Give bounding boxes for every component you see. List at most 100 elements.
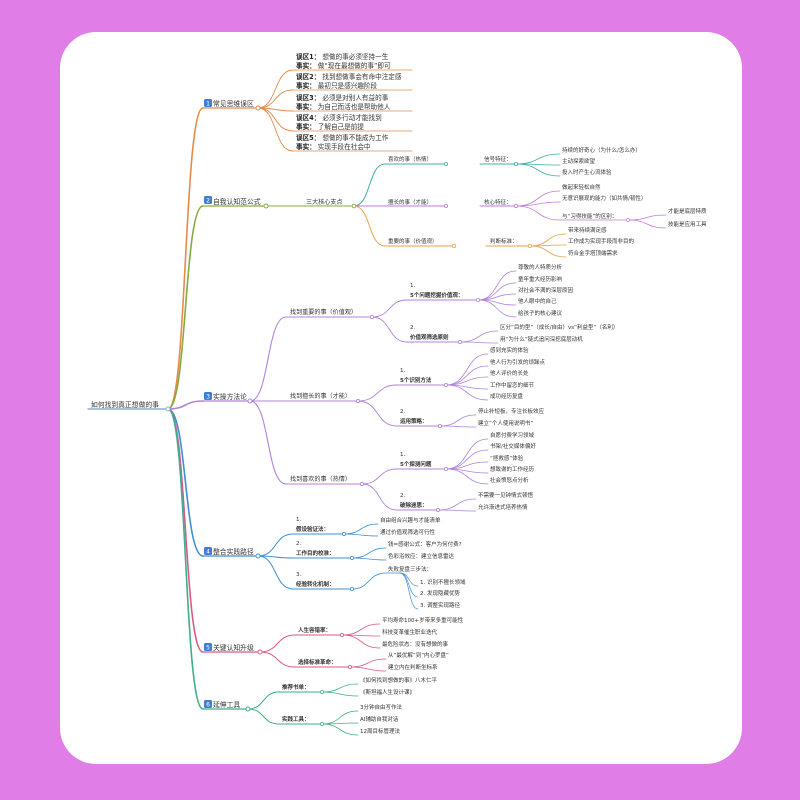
misconception-4[interactable]: 误区4：必须多行动才能找到 事实：了解自己是前提: [296, 113, 382, 131]
svg-text:色彩浴效应：建立信息雷达: 色彩浴效应：建立信息雷达: [388, 552, 455, 560]
connector: [361, 483, 398, 511]
branch-number-badge: [204, 547, 212, 555]
connector: [259, 634, 296, 653]
svg-text:区分“目的型”（成长/自由）vs“利益型”（名利）: 区分“目的型”（成长/自由）vs“利益型”（名利）: [500, 323, 618, 331]
connector: [371, 316, 408, 343]
work-purpose-calibration[interactable]: 2. 工作目的校准： 钱=感谢公式：客户为何付费? 色彩浴效应：建立信息雷达: [292, 540, 462, 561]
practice-tools[interactable]: 实践工具： 3分钟自由写作法 AI辅助自我对话 12周目标管理法: [278, 703, 402, 735]
svg-text:运用策略：: 运用策略：: [400, 417, 428, 425]
svg-text:技能是应用工具: 技能是应用工具: [668, 220, 707, 228]
branch-label: 整合实践路径: [213, 547, 254, 556]
misconception-1[interactable]: 误区1：想做的事必须坚持一生 事实：做“现在最想做的事”即可: [296, 52, 391, 70]
connector: [445, 468, 489, 485]
branch-2-self-cognition-formula[interactable]: 2 自我认知范公式: [202, 196, 269, 209]
svg-text:主动探索欲望: 主动探索欲望: [562, 157, 596, 165]
connector: [349, 658, 387, 668]
svg-text:5个探测问题: 5个探测问题: [400, 460, 432, 468]
section-find-talent[interactable]: 找到擅长的事（才能） 1. 5个识别方法 感到充实的体验 他人行为引发的烦躁点 …: [285, 346, 546, 428]
svg-text:3.: 3.: [296, 572, 301, 578]
three-pillars-node[interactable]: 三大核心支点: [301, 198, 357, 209]
svg-text:5个识别方法: 5个识别方法: [400, 376, 432, 384]
svg-text:感到充实的体验: 感到充实的体验: [490, 346, 529, 354]
svg-text:工作目的校准：: 工作目的校准：: [296, 549, 335, 557]
connector: [437, 509, 477, 512]
svg-text:《斯坦福人生设计课》: 《斯坦福人生设计课》: [360, 688, 415, 696]
root-to-branch-1: [167, 107, 204, 410]
connector: [445, 449, 489, 470]
svg-text:无意识展现的能力（如共情/韧性）: 无意识展现的能力（如共情/韧性）: [562, 194, 646, 202]
branch-6-extension-tools[interactable]: 6 延伸工具: [202, 700, 251, 712]
svg-text:找到重要的事（价值观）: 找到重要的事（价值观）: [290, 308, 357, 316]
connector: [257, 107, 294, 152]
svg-text:“拯救感”体验: “拯救感”体验: [490, 454, 524, 462]
svg-text:他人评价的长处: 他人评价的长处: [490, 369, 529, 377]
branch-3-methodology[interactable]: 3 实操方法论: [202, 392, 253, 404]
svg-text:平均寿命100+岁带来多重可能性: 平均寿命100+岁带来多重可能性: [382, 616, 464, 624]
branch-1-common-misconceptions[interactable]: 1 常见思维误区: [202, 99, 261, 111]
svg-text:1.: 1.: [400, 452, 405, 458]
connector: [351, 557, 387, 561]
svg-text:选择标准革命：: 选择标准革命：: [298, 658, 337, 666]
svg-text:1.: 1.: [296, 517, 301, 523]
svg-text:核心特征：: 核心特征：: [484, 198, 512, 206]
branch-5-key-cognition[interactable]: 5 关键认知升级: [202, 643, 263, 655]
life-fault-tolerance[interactable]: 人生容错率： 平均寿命100+岁带来多重可能性 科技变革催生职业迭代 最危险状态…: [294, 616, 464, 648]
root-node[interactable]: 如何找到真正想做的事: [87, 400, 171, 412]
pillar-passion[interactable]: 喜欢的事（热情） 信号特征： 持续的好奇心（为什么/怎么办） 主动探索欲望 投入…: [384, 146, 641, 176]
connector: [477, 270, 517, 301]
svg-text:2.: 2.: [400, 493, 405, 499]
svg-text:判断标准：: 判断标准：: [490, 237, 518, 245]
svg-text:重要的事（价值观）: 重要的事（价值观）: [388, 237, 438, 245]
svg-text:找到喜欢的事（热情）: 找到喜欢的事（热情）: [290, 475, 351, 483]
section-find-passion[interactable]: 找到喜欢的事（热情） 1. 5个探测问题 自愿付费学习领域 书架/社交媒体偏好 …: [285, 431, 536, 512]
svg-text:给孩子的核心建议: 给孩子的核心建议: [518, 309, 563, 317]
connector: [259, 651, 296, 668]
misconception-2[interactable]: 误区2：找到想做事会有命中注定感 事实：最初只是感兴趣阶段: [296, 72, 402, 90]
svg-text:擅长的事（才能）: 擅长的事（才能）: [388, 198, 432, 206]
svg-text:1. 识别不擅长领域: 1. 识别不擅长领域: [420, 578, 466, 586]
svg-text:误区5：想做的事不能成为工作: 误区5：想做的事不能成为工作: [296, 133, 389, 142]
branch-4-integration-path[interactable]: 4 整合实践路径: [202, 547, 261, 559]
root-to-branch-6: [167, 408, 204, 710]
misconception-3[interactable]: 误区3：必须是对别人有益的事 事实：为自己而活也是帮助他人: [296, 93, 391, 111]
branch-number-badge: [204, 643, 212, 651]
svg-text:工作成为实现手段而非目的: 工作成为实现手段而非目的: [568, 237, 635, 245]
connector: [399, 572, 419, 598]
svg-text:允许渐进式培养热情: 允许渐进式培养热情: [478, 503, 528, 511]
svg-text:童年重大经历影响: 童年重大经历影响: [518, 275, 563, 283]
branch-label: 延伸工具: [213, 700, 240, 709]
experience-conversion[interactable]: 3. 经验转化机制： 失败复盘三步法： 1. 识别不擅长领域 2. 发现隐藏优势…: [292, 565, 466, 609]
svg-text:他人眼中的自己: 他人眼中的自己: [518, 297, 557, 305]
section-find-values[interactable]: 找到重要的事（价值观） 1. 5个问题挖掘价值观： 尊敬的人特质分析 童年重大经…: [285, 263, 618, 344]
choice-standard-revolution[interactable]: 选择标准革命： 从“最优解”到“内心罗盘” 建立内在判断坐标系: [294, 651, 449, 671]
svg-text:持续的好奇心（为什么/怎么办）: 持续的好奇心（为什么/怎么办）: [562, 146, 641, 154]
connector: [477, 299, 517, 318]
svg-text:信号特征：: 信号特征：: [484, 155, 512, 163]
hypothesis-method[interactable]: 1. 假设验证法： 自由组合兴趣与才能清单 通过价值观筛选可行性: [292, 516, 441, 537]
recommended-books[interactable]: 推荐书单： 《如何找到想做的事》八木仁平 《斯坦福人生设计课》: [278, 676, 438, 696]
svg-text:科技变革催生职业迭代: 科技变革催生职业迭代: [382, 628, 438, 636]
svg-text:从“最优解”到“内心罗盘”: 从“最优解”到“内心罗盘”: [388, 651, 449, 659]
pillar-values[interactable]: 重要的事（价值观） 判断标准： 带来持续满足感 工作成为实现手段而非目的 符合金…: [384, 226, 635, 257]
connector: [439, 414, 477, 427]
connector: [257, 555, 294, 559]
root-to-branch-4: [167, 408, 204, 557]
connector: [445, 438, 489, 470]
svg-text:事实：了解自己是前提: 事实：了解自己是前提: [296, 122, 364, 131]
branch-label: 自我认知范公式: [213, 197, 261, 206]
connector: [247, 708, 280, 725]
misconception-5[interactable]: 误区5：想做的事不能成为工作 事实：实现手段在社会中: [296, 133, 389, 151]
branch-number: 2: [206, 198, 210, 205]
svg-text:带来持续满足感: 带来持续满足感: [568, 226, 607, 234]
svg-text:失败复盘三步法：: 失败复盘三步法：: [388, 565, 432, 573]
svg-text:对社会不满的深层原因: 对社会不满的深层原因: [518, 286, 574, 294]
branch-number-badge: [204, 700, 212, 708]
mindmap-card: 如何找到真正想做的事 1 常见思维误区 误区1：想做的事必须坚持一生 事实：做“…: [60, 32, 742, 764]
svg-text:推荐书单：: 推荐书单：: [282, 683, 310, 691]
svg-text:误区1：想做的事必须坚持一生: 误区1：想做的事必须坚持一生: [296, 52, 389, 61]
pillar-talent[interactable]: 擅长的事（才能） 核心特征： 做起来轻松自然 无意识展现的能力（如共情/韧性） …: [384, 183, 707, 228]
svg-text:2. 发现隐藏优势: 2. 发现隐藏优势: [420, 589, 460, 597]
svg-text:找到擅长的事（才能）: 找到擅长的事（才能）: [290, 392, 351, 400]
svg-text:人生容错率：: 人生容错率：: [298, 626, 331, 634]
svg-text:1.: 1.: [410, 283, 415, 289]
